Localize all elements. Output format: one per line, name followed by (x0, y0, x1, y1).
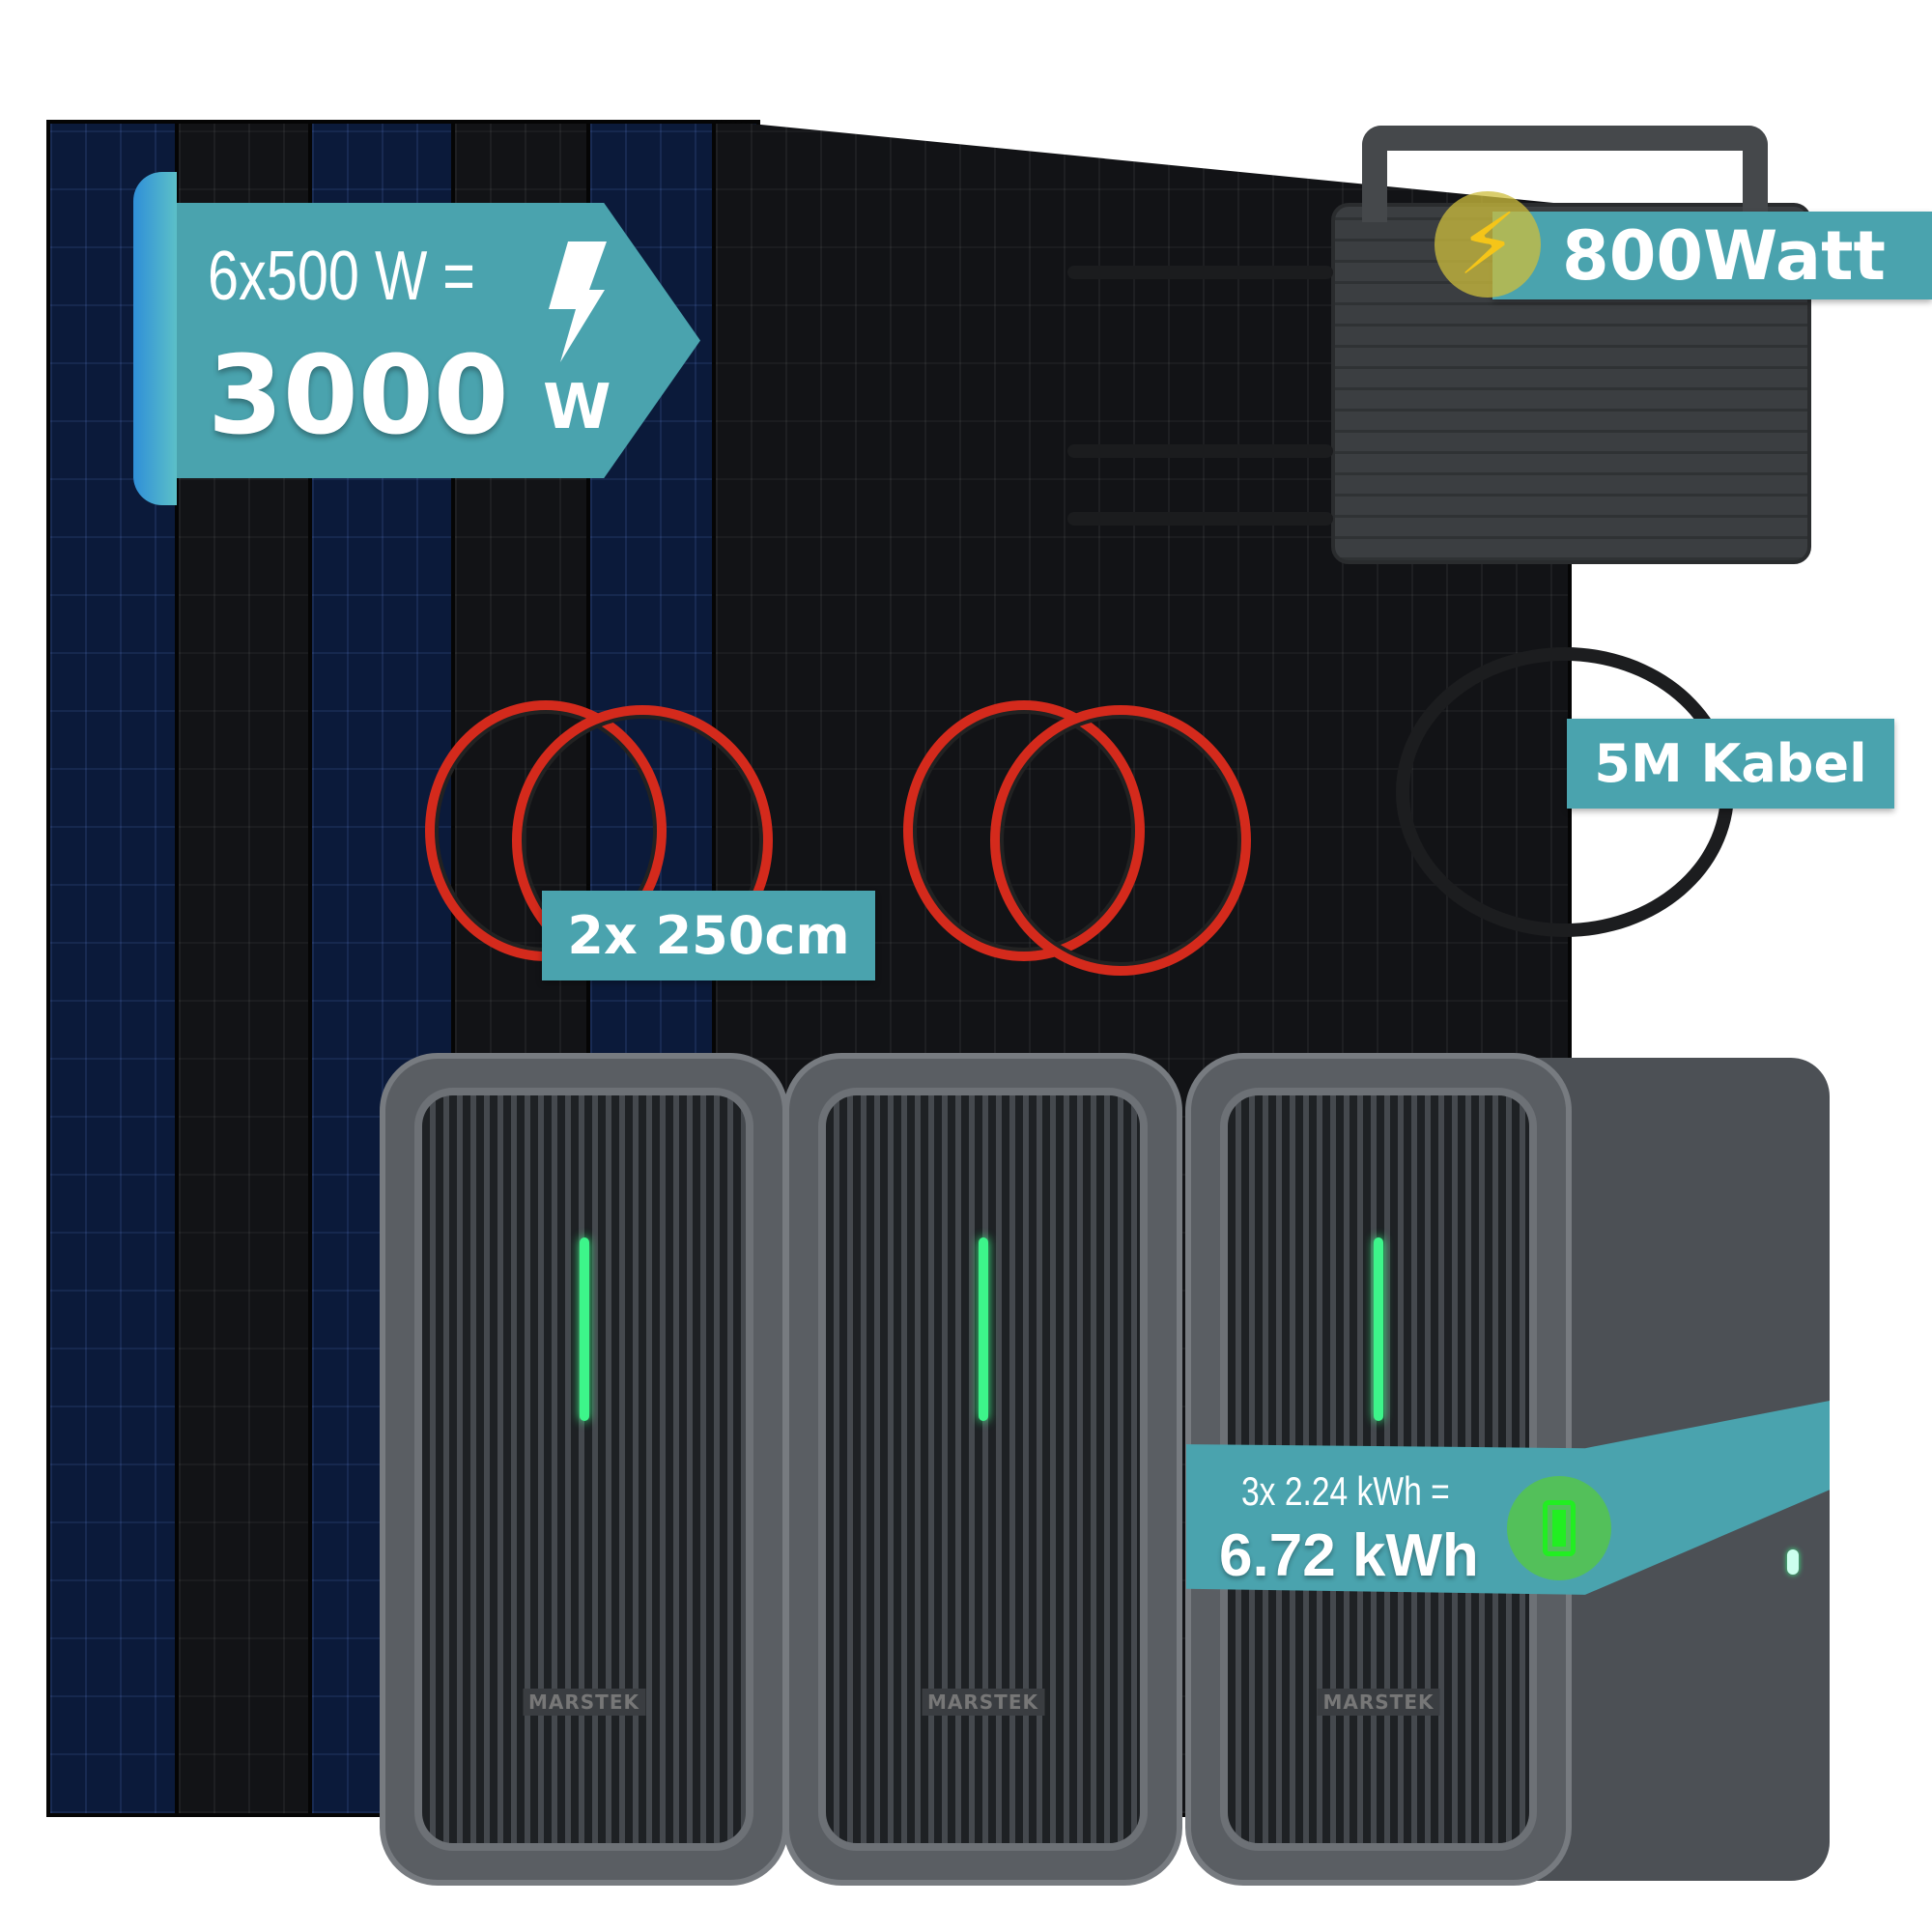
battery-badge-line1: 3x 2.24 kWh = (1241, 1468, 1450, 1514)
status-led (579, 1237, 589, 1421)
cable-length-badge: 5M Kabel (1567, 719, 1894, 809)
status-led (1374, 1237, 1383, 1421)
lightning-icon: ⚡ (1435, 191, 1541, 298)
inverter-connector (1067, 266, 1333, 279)
inverter-handle (1362, 126, 1768, 222)
inverter-badge-label: 800Watt (1562, 215, 1886, 296)
lightning-icon (549, 242, 607, 362)
brand-logo: MARSTEK (523, 1689, 645, 1716)
panel-badge-total: 3000 (208, 333, 509, 459)
panel-badge-line1: 6x500 W = (208, 238, 475, 315)
panel-power-badge (133, 203, 700, 478)
extension-badge-label: 2x 250cm (567, 905, 850, 966)
inverter-power-badge: 800Watt (1492, 212, 1932, 299)
brand-logo: MARSTEK (922, 1689, 1044, 1716)
cable-badge-label: 5M Kabel (1594, 733, 1867, 794)
brand-logo: MARSTEK (1317, 1689, 1440, 1716)
inverter-connector (1067, 512, 1333, 526)
power-button[interactable] (1787, 1549, 1799, 1575)
extension-cable-coil (990, 705, 1251, 976)
status-led (978, 1237, 988, 1421)
battery-unit: MARSTEK (783, 1053, 1182, 1886)
inverter-connector (1067, 444, 1333, 458)
badge-fold (133, 172, 177, 505)
panel-badge-unit: W (543, 372, 611, 443)
battery-unit: MARSTEK (380, 1053, 788, 1886)
battery-badge-total: 6.72 kWh (1219, 1522, 1479, 1589)
extension-cable-badge: 2x 250cm (542, 891, 875, 980)
battery-full-icon (1507, 1476, 1611, 1580)
